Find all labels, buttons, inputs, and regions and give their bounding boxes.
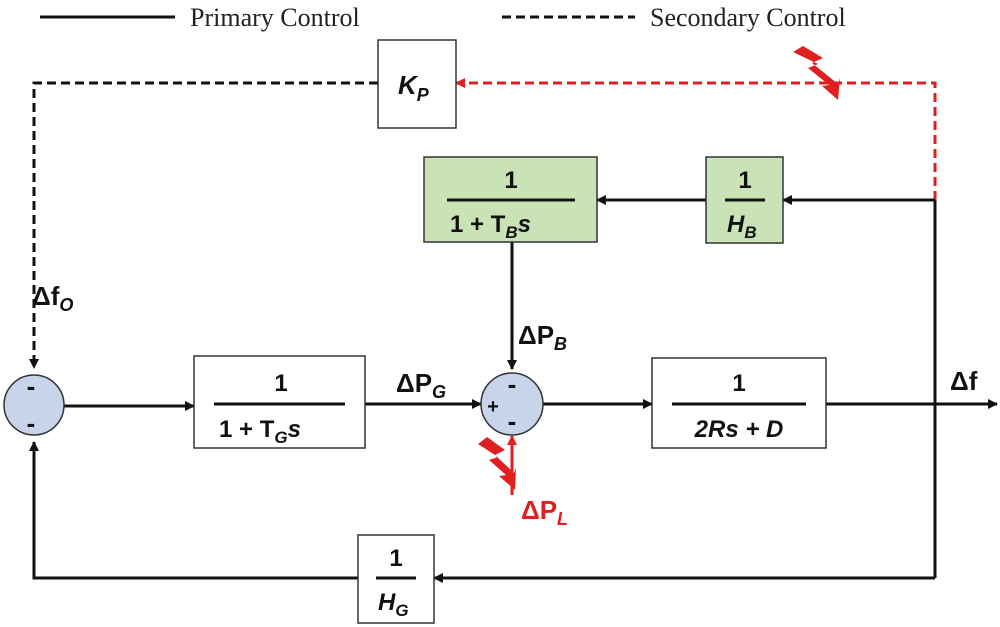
plant-numerator: 1	[732, 370, 745, 397]
legend-primary-label: Primary Control	[190, 3, 360, 32]
plant-denominator: 2Rs + D	[694, 416, 784, 443]
sum1-bottom-sign: -	[27, 408, 36, 438]
sum2-top-sign: -	[508, 369, 517, 399]
hb-numerator: 1	[738, 167, 751, 194]
kp-label: KP	[398, 70, 430, 105]
sum2-bottom-sign: -	[508, 406, 517, 436]
legend-secondary-label: Secondary Control	[650, 3, 846, 32]
sum2-left-sign: +	[487, 396, 499, 418]
battery-numerator: 1	[504, 167, 517, 194]
hg-denominator: HG	[378, 589, 409, 620]
wire-hg-to-sum1	[29, 441, 358, 580]
summing-junction-2	[480, 372, 544, 436]
governor-denominator: 1 + TGs	[219, 416, 301, 447]
delta-pb-label: ΔPB	[518, 320, 567, 354]
sum1-top-sign: -	[27, 371, 36, 401]
delta-f-label: Δf	[950, 366, 978, 396]
governor-numerator: 1	[274, 370, 287, 397]
delta-fo-label: ΔfO	[32, 281, 73, 315]
delta-pg-label: ΔPG	[396, 368, 446, 402]
lightning-icon-load	[478, 437, 516, 490]
summing-junction-1	[3, 374, 65, 436]
delta-fo-wire	[29, 81, 378, 369]
kp-block	[377, 39, 457, 129]
delta-pl-label: ΔPL	[521, 495, 568, 529]
lightning-icon	[793, 46, 840, 100]
governor-block	[193, 355, 366, 449]
battery-denominator: 1 + TBs	[450, 211, 531, 242]
secondary-feedback-wire	[455, 78, 937, 228]
hg-numerator: 1	[389, 545, 402, 572]
hb-denominator: HB	[727, 211, 757, 242]
